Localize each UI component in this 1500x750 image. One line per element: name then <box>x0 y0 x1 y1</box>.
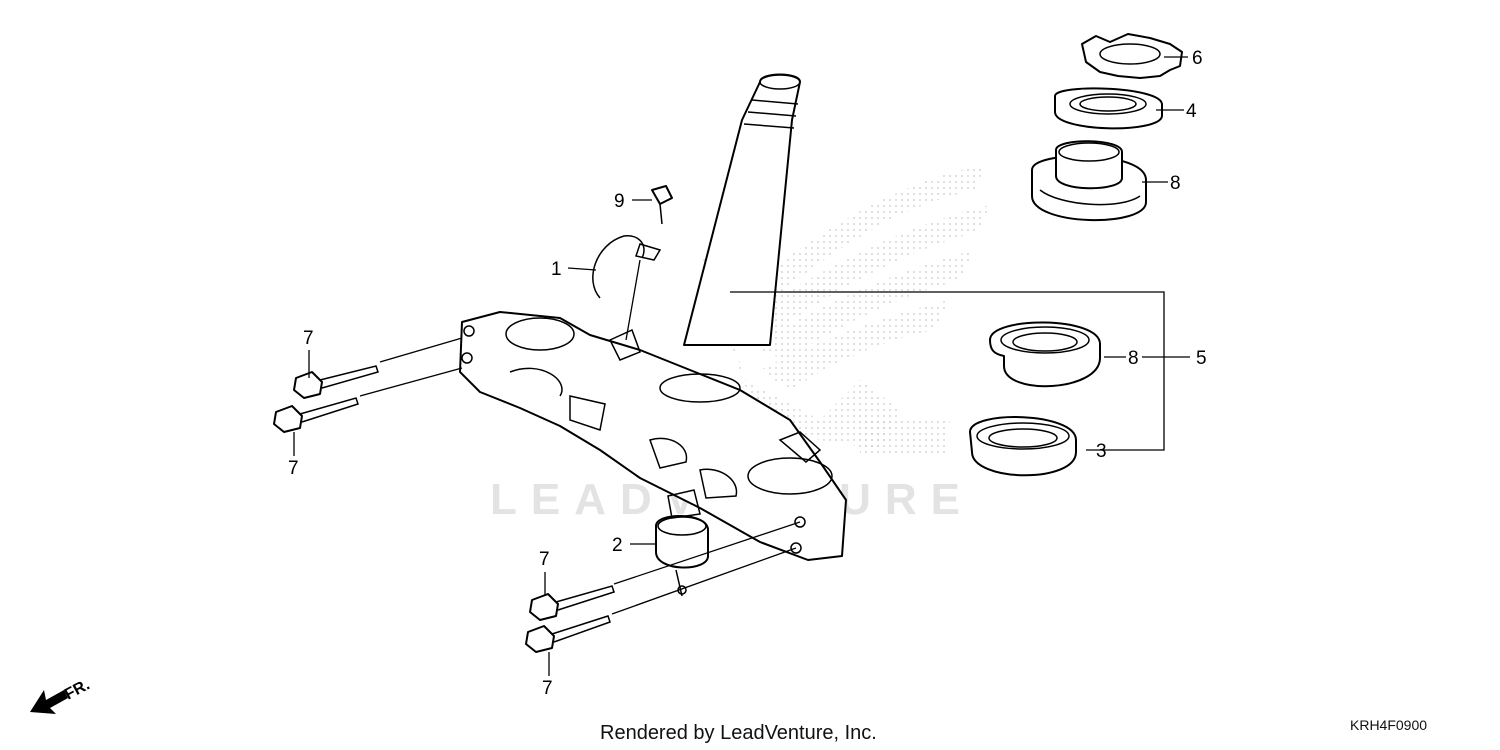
part-bearing-upper <box>1031 140 1147 221</box>
part-dust-seal <box>1054 87 1163 130</box>
bolt-lower-2 <box>525 615 611 653</box>
callout-2: 2 <box>612 535 623 556</box>
bolt-lower-1 <box>529 585 615 621</box>
front-arrow-icon <box>30 690 68 714</box>
assembly-lines <box>359 337 801 615</box>
callout-7-upper-a: 7 <box>303 328 314 349</box>
lower-fork-bracket <box>459 311 847 561</box>
callout-7-upper-b: 7 <box>288 458 299 479</box>
callout-7-lower-b: 7 <box>542 678 553 699</box>
diagram-code: KRH4F0900 <box>1350 717 1427 733</box>
part-bearing-race <box>989 321 1101 388</box>
callout-1: 1 <box>551 259 562 280</box>
footer-credit: Rendered by LeadVenture, Inc. <box>600 722 877 744</box>
bolt-upper-left-2 <box>273 397 359 433</box>
callout-leaders <box>293 56 1190 676</box>
assembly-guide-line <box>625 259 641 341</box>
callout-7-lower-a: 7 <box>539 549 550 570</box>
part-small-bolt <box>651 185 673 225</box>
callout-4: 4 <box>1186 101 1197 122</box>
part-seal-ring <box>969 416 1077 477</box>
steering-stem <box>683 73 801 346</box>
front-direction-label: FR. <box>62 676 93 703</box>
callout-6: 6 <box>1192 48 1203 69</box>
part-clamp <box>655 489 709 597</box>
callout-8-upper: 8 <box>1170 173 1181 194</box>
bolt-upper-left-1 <box>293 365 379 399</box>
part-hose-guide <box>592 235 662 299</box>
callout-3: 3 <box>1096 441 1107 462</box>
callout-9: 9 <box>614 191 625 212</box>
callout-8-lower: 8 <box>1128 348 1139 369</box>
callout-5: 5 <box>1196 348 1207 369</box>
part-lock-nut <box>1081 33 1183 79</box>
